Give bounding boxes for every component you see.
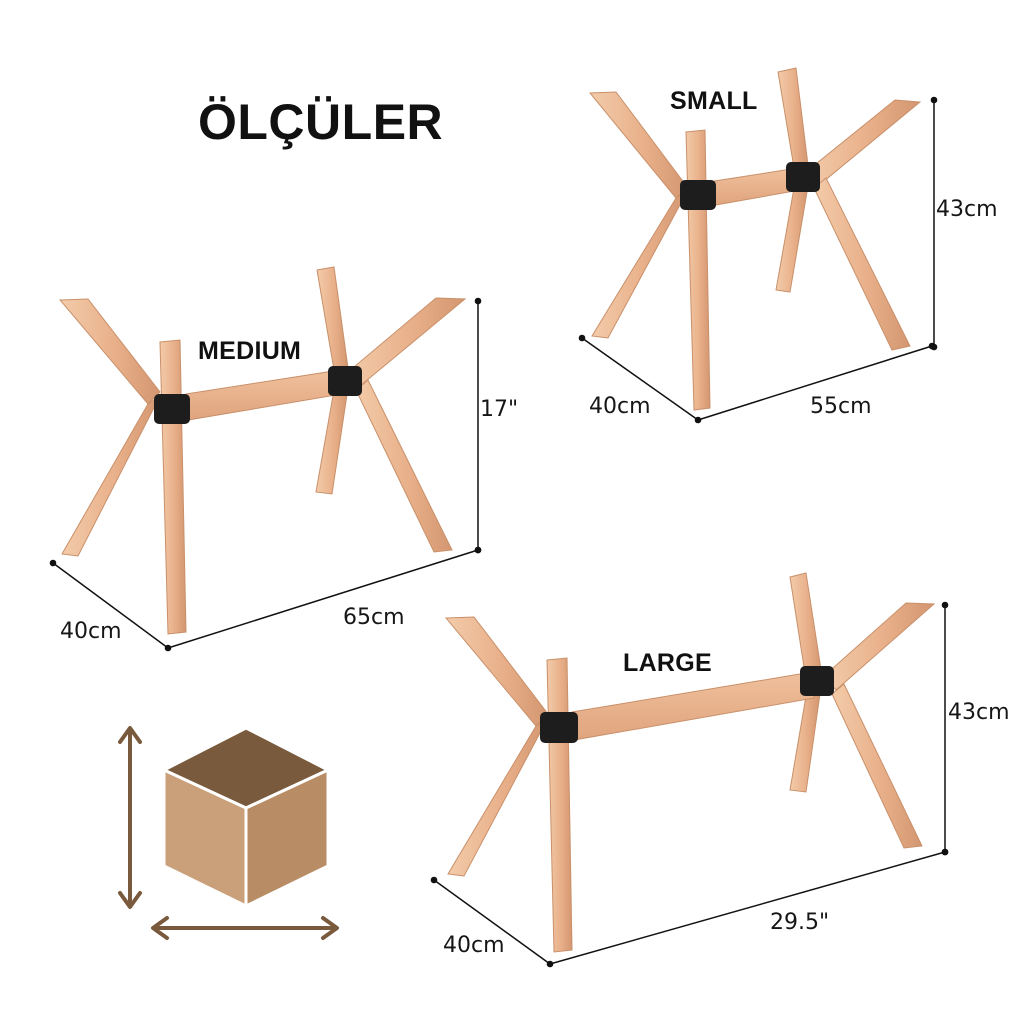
medium-table-base xyxy=(49,266,482,652)
large-table-base xyxy=(430,572,949,968)
large-length-line xyxy=(549,848,949,965)
medium-depth-label: 40cm xyxy=(60,619,122,644)
small-joint-back xyxy=(786,162,820,192)
small-length-label: 55cm xyxy=(810,394,872,419)
medium-depth-line xyxy=(49,559,172,652)
large-depth-label: 40cm xyxy=(443,933,505,958)
large-joint-front xyxy=(540,712,578,743)
medium-joint-back xyxy=(328,366,362,396)
medium-length-label: 65cm xyxy=(343,605,405,630)
small-size-label: SMALL xyxy=(670,87,758,115)
large-joint-back xyxy=(800,666,834,696)
small-table-base xyxy=(578,67,938,424)
page-title: ÖLÇÜLER xyxy=(198,94,444,150)
large-depth-line xyxy=(430,876,554,968)
medium-height-label: 17" xyxy=(480,397,519,422)
horizontal-arrow-icon xyxy=(151,916,339,940)
large-length-label: 29.5" xyxy=(770,910,830,935)
small-depth-line xyxy=(578,334,702,424)
medium-joint-front xyxy=(154,394,190,424)
small-joint-front xyxy=(680,180,716,210)
small-height-label: 43cm xyxy=(936,197,998,222)
large-size-label: LARGE xyxy=(623,649,712,677)
small-depth-label: 40cm xyxy=(589,394,651,419)
small-length-line xyxy=(697,342,936,421)
large-height-label: 43cm xyxy=(948,700,1010,725)
vertical-arrow-icon xyxy=(118,726,142,909)
medium-size-label: MEDIUM xyxy=(198,337,302,365)
medium-length-line xyxy=(167,546,482,649)
box-dimension-icon xyxy=(160,726,332,909)
